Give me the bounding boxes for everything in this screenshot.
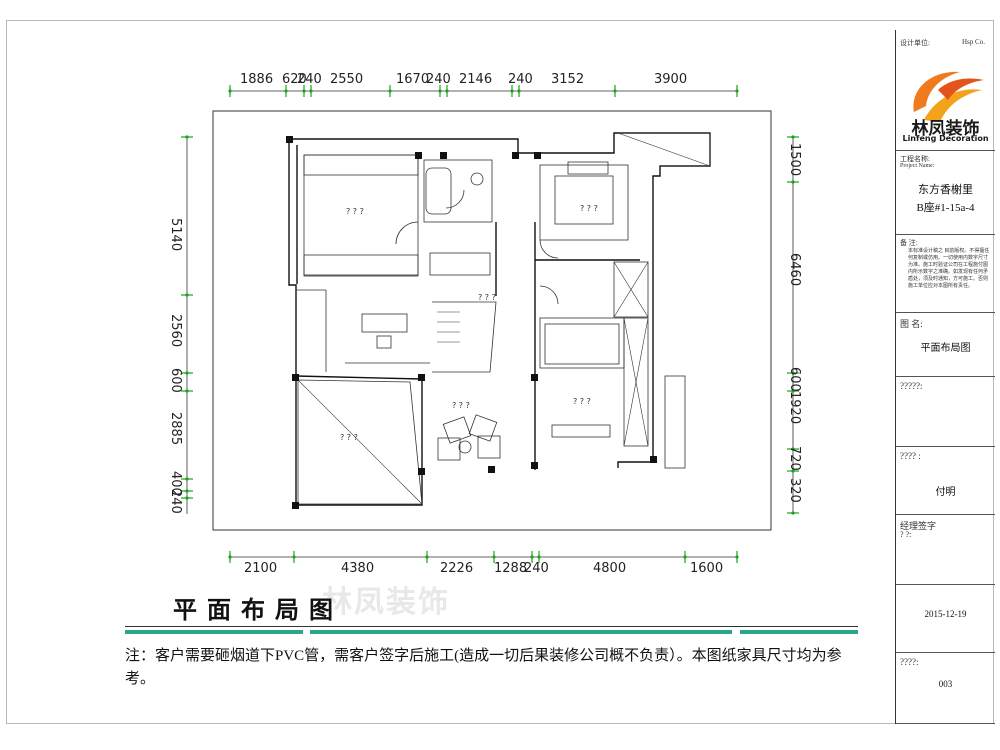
field-b-label: ???? : (900, 451, 921, 461)
top-dim-label: 240 (297, 72, 322, 87)
top-dim-ticks (228, 85, 739, 97)
drawing-name-section: 图 名: 平面布局图 (896, 312, 995, 376)
left-dim-label: 5140 (168, 218, 183, 251)
project-label-en: Project Name: (900, 163, 935, 169)
date-section: 2015-12-19 (896, 584, 995, 652)
designer-label: 设计单位: (900, 39, 930, 47)
project-name-line1: 东方香榭里 (918, 184, 973, 196)
right-dim-label: 6460 (787, 253, 802, 286)
accent-bar-left (125, 630, 303, 634)
room-label: ? ? ? (573, 397, 591, 406)
remark-section: 备 注: 本标准设计稿之 目前版权。不得擅任何复制或仿用。一切使用内数字尺寸为准… (896, 234, 995, 312)
walls (288, 132, 711, 506)
page-section: ????: 003 (896, 652, 995, 724)
logo-subtitle: Linfeng Decoration (902, 134, 989, 143)
right-dim-ticks (787, 135, 799, 515)
right-dim-label: 720 (787, 446, 802, 471)
left-dim-label: 2885 (168, 412, 183, 445)
left-dim-ticks (181, 135, 193, 500)
top-dim-label: 3900 (654, 72, 687, 87)
designer-en: Hsp Co. (962, 38, 985, 46)
top-dim-label: 2550 (330, 72, 363, 87)
manager-sub: ? ?: (900, 530, 912, 539)
project-name-line2: B座#1-15a-4 (916, 202, 975, 214)
top-dim-label: 240 (508, 72, 533, 87)
project-section: 工程名称: Project Name: 东方香榭里 B座#1-15a-4 (896, 150, 995, 240)
right-dim-label: 1500 (787, 143, 802, 176)
top-dim-label: 620 (282, 72, 307, 87)
page-title: 平面布局图 (173, 596, 343, 624)
top-dim-label: 1886 (240, 72, 273, 87)
remark-text: 本标准设计稿之 目前版权。不得擅任何复制或仿用。一切使用内数字尺寸为准。施工时验… (908, 249, 990, 289)
bottom-dim-label: 4380 (341, 561, 374, 576)
bottom-dim-label: 2100 (244, 561, 277, 576)
bottom-dim-label: 240 (524, 561, 549, 576)
bottom-dim-label: 1600 (690, 561, 723, 576)
top-dim-label: 3152 (551, 72, 584, 87)
title-block: 设计单位: Hsp Co. 林凤装饰 Linfeng Decoration 工程… (895, 30, 995, 724)
field-b-section: ???? : 付明 (896, 446, 995, 514)
field-a-label: ?????: (900, 381, 923, 391)
right-dim-label: 600 (787, 367, 802, 392)
left-dim-label: 400 (168, 471, 183, 496)
top-dim-label: 240 (426, 72, 451, 87)
page-number: 003 (938, 679, 953, 689)
manager-label: 经理签字 (900, 521, 937, 531)
linfeng-logo-icon (913, 71, 984, 122)
left-dim-label: 2560 (168, 314, 183, 347)
drawing-name-label: 图 名: (900, 319, 923, 329)
top-dim-label: 2146 (459, 72, 492, 87)
field-b-value: 付明 (935, 487, 956, 498)
room-label: ? ? ? (452, 401, 470, 410)
accent-bar-right (740, 630, 858, 634)
room-label: ? ? ? (340, 433, 358, 442)
room-label: ? ? ? (346, 207, 364, 216)
watermark-text: 林凤装饰 (322, 585, 450, 620)
sheet-frame (6, 20, 994, 724)
top-dim-label: 1670 (396, 72, 429, 87)
bottom-dim-ticks (228, 551, 739, 563)
right-dim-label: 320 (787, 478, 802, 503)
construction-note: 注：客户需要砸烟道下PVC管，需客户签字后施工(造成一切后果装修公司概不负责）。… (125, 648, 842, 687)
logo-name: 林凤装饰 (911, 119, 980, 139)
left-dim-label: 600 (168, 368, 183, 393)
remark-label: 备 注: (900, 239, 918, 247)
bottom-dim-label: 4800 (593, 561, 626, 576)
bottom-dim-label: 2226 (440, 561, 473, 576)
drawing-name: 平面布局图 (920, 343, 971, 354)
room-label: ? ? ? (580, 204, 598, 213)
accent-bar-center (310, 630, 732, 634)
field-a-section: ?????: (896, 376, 995, 446)
bottom-dim-label: 1288 (494, 561, 527, 576)
title-rule (125, 626, 858, 627)
page-label: ????: (900, 657, 919, 667)
date: 2015-12-19 (924, 609, 967, 619)
right-dim-label: 1920 (787, 391, 802, 424)
structural-columns (286, 136, 657, 509)
manager-section: 经理签字 ? ?: (896, 514, 995, 584)
drawing-border (212, 110, 772, 531)
room-label: ? ? ? (478, 293, 496, 302)
left-dim-label: 240 (168, 489, 183, 514)
project-label: 工程名称: (900, 155, 930, 163)
